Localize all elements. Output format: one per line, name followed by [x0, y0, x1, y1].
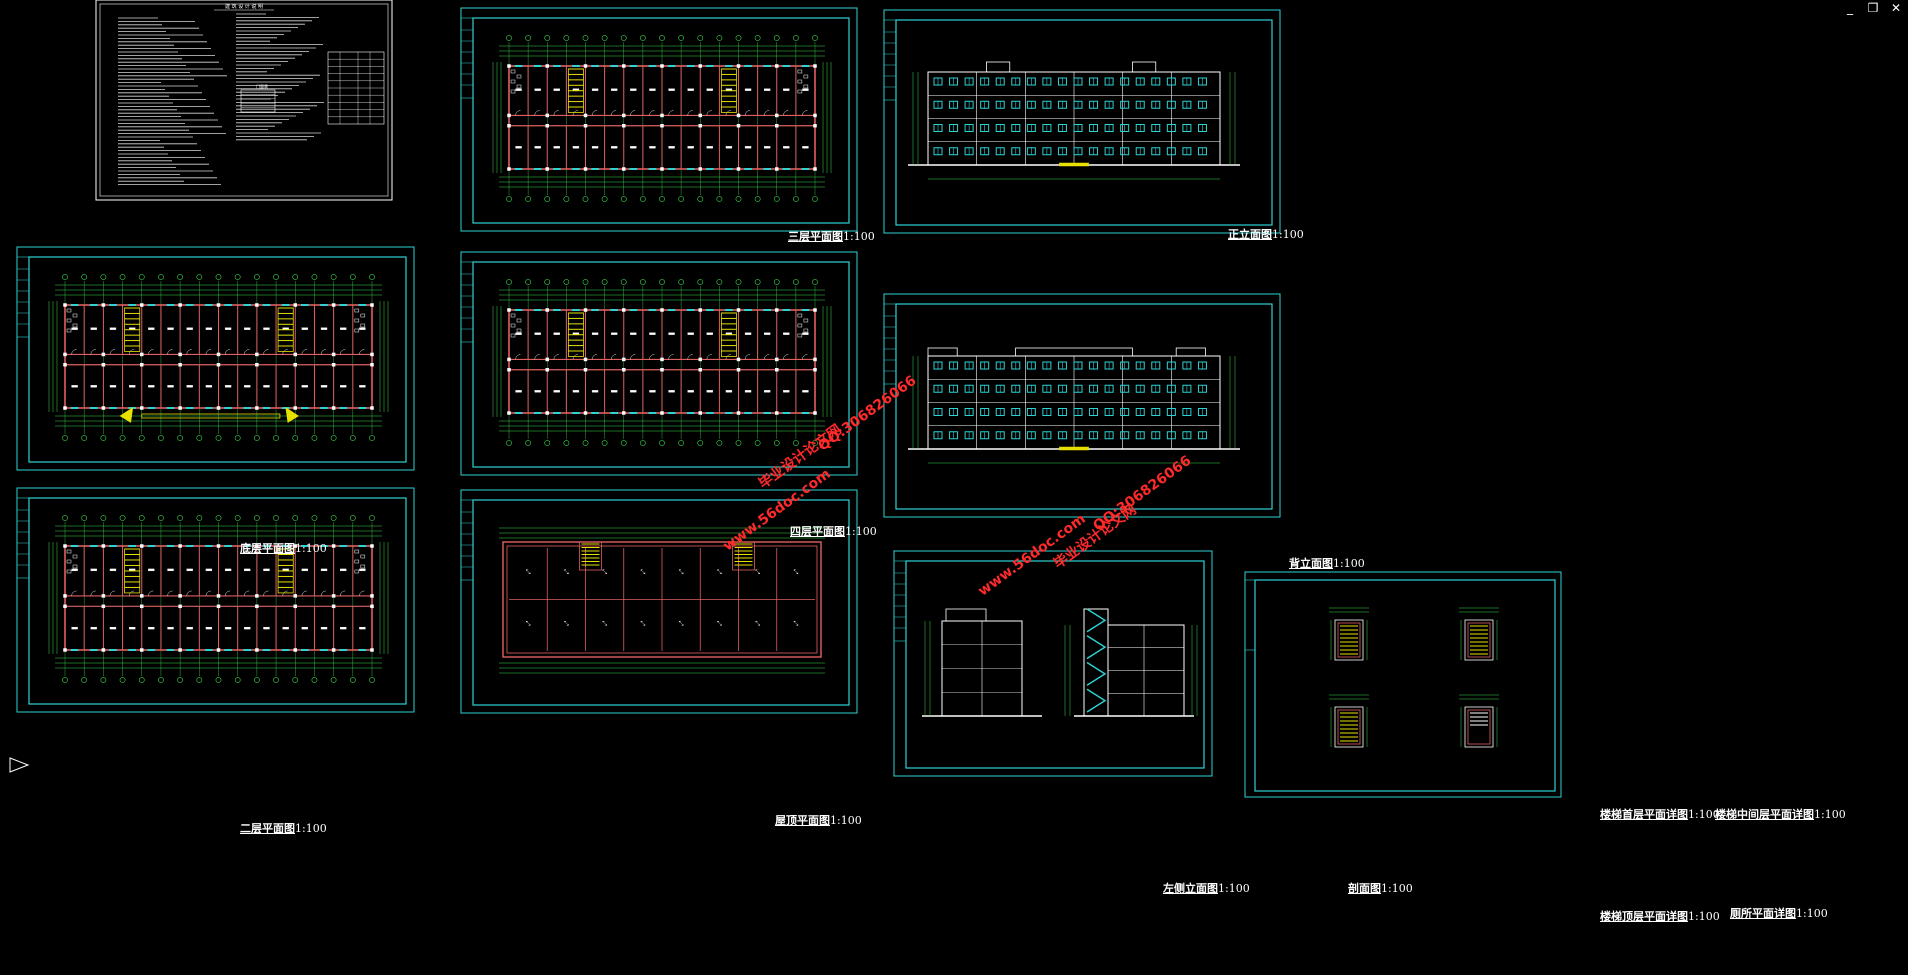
sheet-title-label: 背立面图 [1289, 557, 1333, 570]
sheet-title-stair-mid: 楼梯中间层平面详图1:100 [1715, 806, 1846, 822]
sheet-title-plan-1: 底层平面图1:100 [240, 540, 327, 556]
sheet-title-label: 剖面图 [1348, 882, 1381, 895]
sheet-title-label: 底层平面图 [240, 542, 295, 555]
svg-text:⤡: ⤡ [602, 569, 607, 576]
sheet-scale: 1:100 [1272, 228, 1304, 241]
svg-text:⤡: ⤡ [679, 569, 684, 576]
sheet-title-label: 正立面图 [1228, 228, 1272, 241]
svg-text:⤡: ⤡ [640, 620, 645, 627]
svg-text:⤡: ⤡ [679, 620, 684, 627]
sheet-title-label: 楼梯中间层平面详图 [1715, 808, 1814, 821]
svg-text:⤡: ⤡ [717, 620, 722, 627]
svg-text:⤡: ⤡ [526, 620, 531, 627]
sheet-title-front: 正立面图1:100 [1228, 226, 1304, 242]
svg-text:⤡: ⤡ [564, 620, 569, 627]
svg-text:⤡: ⤡ [640, 569, 645, 576]
sheet-scale: 1:100 [1796, 907, 1828, 920]
svg-text:⤡: ⤡ [564, 569, 569, 576]
sheet-plan-2[interactable] [16, 487, 415, 713]
sheet-scale: 1:100 [295, 822, 327, 835]
sheet-scale: 1:100 [830, 814, 862, 827]
svg-text:⤡: ⤡ [602, 620, 607, 627]
sheet-title-toilet: 厕所平面详图1:100 [1730, 905, 1828, 921]
sheet-title-label: 楼梯首层平面详图 [1600, 808, 1688, 821]
svg-text:⤡: ⤡ [717, 569, 722, 576]
sheet-title-section: 剖面图1:100 [1348, 880, 1413, 896]
sheet-title-label: 左侧立面图 [1163, 882, 1218, 895]
notes-heading: 建 筑 设 计 说 明 [225, 3, 263, 10]
sheet-front[interactable] [883, 9, 1281, 234]
sheet-title-label: 厕所平面详图 [1730, 907, 1796, 920]
minimize-icon[interactable]: _ [1847, 1, 1853, 15]
sheet-plan-4[interactable] [460, 251, 858, 476]
sheet-title-side: 左侧立面图1:100 [1163, 880, 1250, 896]
sheet-title-label: 屋顶平面图 [775, 814, 830, 827]
sheet-title-label: 三层平面图 [788, 230, 843, 243]
svg-text:⤡: ⤡ [526, 569, 531, 576]
sheet-title-back: 背立面图1:100 [1289, 555, 1365, 571]
svg-text:⤡: ⤡ [793, 569, 798, 576]
restore-icon[interactable]: ❐ [1867, 1, 1879, 15]
sheet-back[interactable] [883, 293, 1281, 518]
sheet-plan-1[interactable] [16, 246, 415, 471]
close-icon[interactable]: ✕ [1890, 1, 1902, 15]
svg-text:⤡: ⤡ [793, 620, 798, 627]
sheet-scale: 1:100 [1688, 808, 1720, 821]
sheet-scale: 1:100 [1688, 910, 1720, 923]
sheet-scale: 1:100 [843, 230, 875, 243]
sheet-title-plan-4: 四层平面图1:100 [790, 523, 877, 539]
sheet-scale: 1:100 [295, 542, 327, 555]
door-window-table-title: 门窗表 [256, 83, 268, 89]
sheet-side[interactable] [893, 550, 1213, 777]
sheet-title-roof: 屋顶平面图1:100 [775, 812, 862, 828]
sheet-scale: 1:100 [845, 525, 877, 538]
sheet-title-label: 楼梯顶层平面详图 [1600, 910, 1688, 923]
sheet-scale: 1:100 [1333, 557, 1365, 570]
svg-text:⤡: ⤡ [755, 569, 760, 576]
sheet-title-stair-1: 楼梯首层平面详图1:100 [1600, 806, 1720, 822]
svg-text:⤡: ⤡ [755, 620, 760, 627]
sheet-scale: 1:100 [1218, 882, 1250, 895]
sheet-title-plan-3: 三层平面图1:100 [788, 228, 875, 244]
sheet-scale: 1:100 [1381, 882, 1413, 895]
sheet-stair-1[interactable] [1244, 571, 1562, 798]
sheet-title-plan-2: 二层平面图1:100 [240, 820, 327, 836]
ucs-icon [9, 757, 30, 773]
sheet-plan-3[interactable] [460, 7, 858, 232]
sheet-roof[interactable]: ⤡ ⤡ ⤡ ⤡ ⤡ ⤡ ⤡ ⤡ ⤡ ⤡ ⤡ ⤡ ⤡ ⤡ ⤡ ⤡ [460, 489, 858, 714]
sheet-title-label: 二层平面图 [240, 822, 295, 835]
sheet-title-label: 四层平面图 [790, 525, 845, 538]
sheet-scale: 1:100 [1814, 808, 1846, 821]
sheet-title-stair-top: 楼梯顶层平面详图1:100 [1600, 908, 1720, 924]
